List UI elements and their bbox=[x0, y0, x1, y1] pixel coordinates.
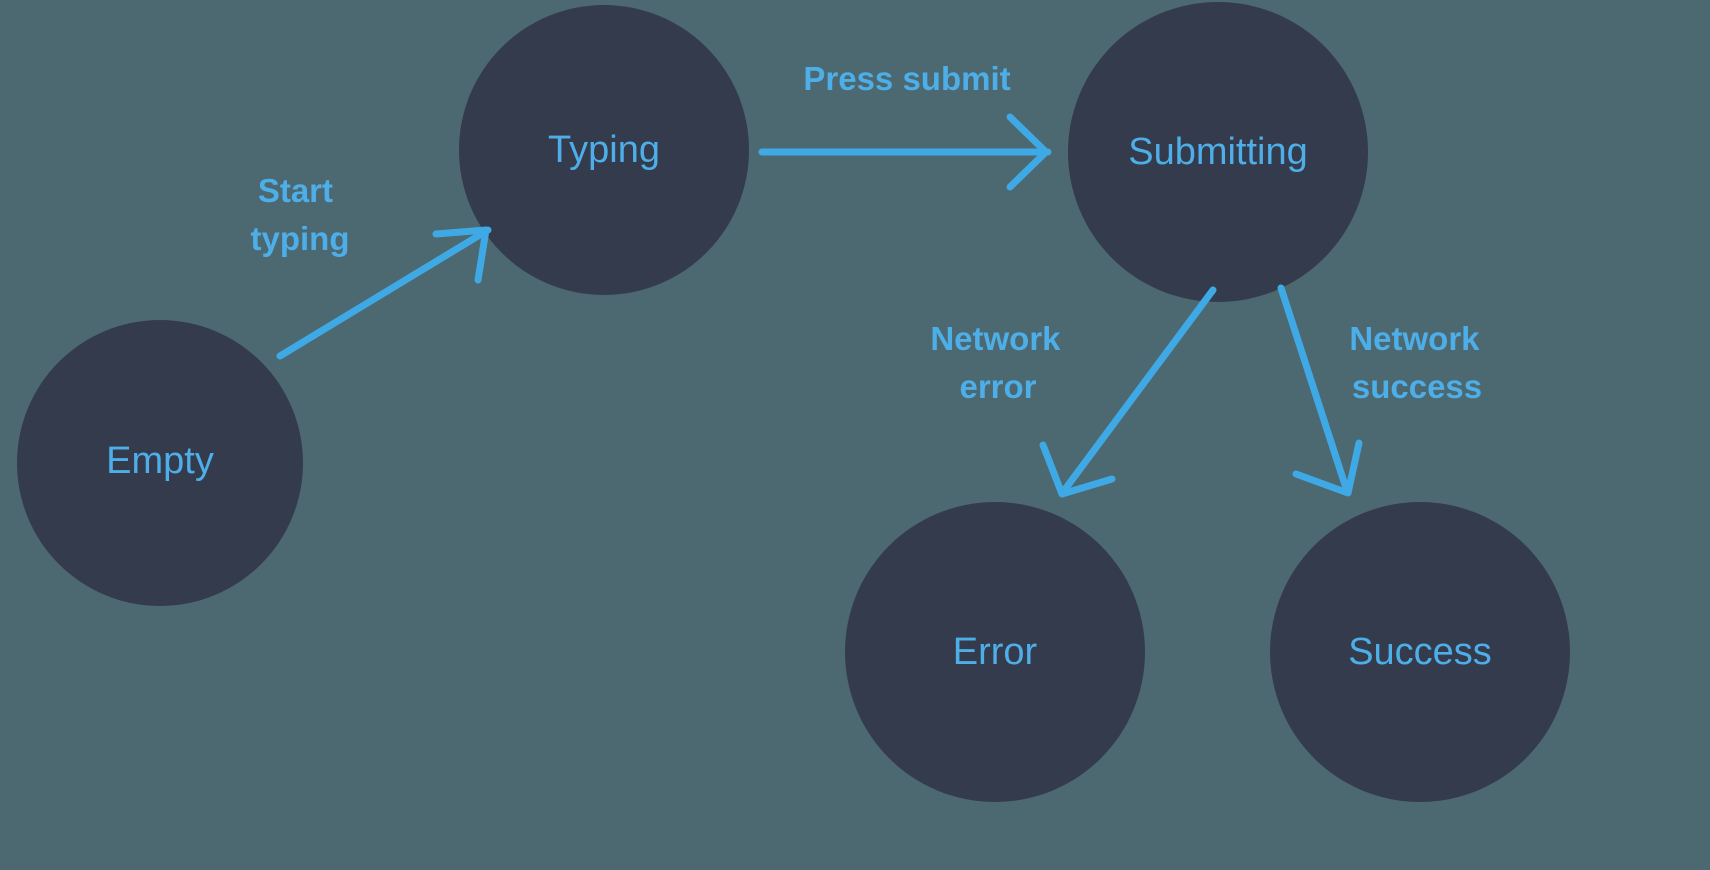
state-circle-empty[interactable] bbox=[17, 320, 303, 606]
transition-label-network-error-line-1: Network bbox=[930, 320, 1061, 357]
transition-label-press-submit-line-1: Press submit bbox=[803, 60, 1010, 97]
state-node-success[interactable]: Success bbox=[1270, 502, 1570, 802]
state-label-submitting: Submitting bbox=[1128, 131, 1308, 173]
transition-label-start-typing: Start typing bbox=[251, 172, 350, 257]
transition-label-network-success-line-2: success bbox=[1352, 368, 1482, 405]
state-circle-typing[interactable] bbox=[459, 5, 749, 295]
transition-label-start-typing-line-2: typing bbox=[251, 220, 350, 257]
transition-label-network-error: Network error bbox=[930, 320, 1069, 405]
transition-label-network-error-line-2: error bbox=[959, 368, 1036, 405]
transition-label-network-success-line-1: Network bbox=[1349, 320, 1480, 357]
state-node-error[interactable]: Error bbox=[845, 502, 1145, 802]
transition-network-error[interactable]: Network error bbox=[930, 286, 1217, 498]
arrowhead-network-success bbox=[1292, 439, 1363, 497]
transition-label-press-submit: Press submit bbox=[803, 60, 1010, 97]
arrowhead-network-error bbox=[1039, 441, 1116, 498]
state-node-empty[interactable]: Empty bbox=[17, 320, 303, 606]
arrowhead-press-submit bbox=[1006, 113, 1050, 191]
transition-line-network-error bbox=[1059, 286, 1217, 496]
transition-line-network-success bbox=[1277, 284, 1351, 495]
state-label-error: Error bbox=[953, 631, 1038, 673]
arrowhead-start-typing bbox=[432, 226, 490, 284]
transition-start-typing[interactable]: Start typing bbox=[251, 172, 492, 360]
state-node-submitting[interactable]: Submitting bbox=[1068, 2, 1368, 302]
state-label-empty: Empty bbox=[106, 440, 214, 482]
transition-press-submit[interactable]: Press submit bbox=[758, 60, 1052, 191]
transition-network-success[interactable]: Network success bbox=[1277, 284, 1489, 497]
state-circle-error[interactable] bbox=[845, 502, 1145, 802]
transition-label-network-success: Network success bbox=[1349, 320, 1488, 405]
state-label-typing: Typing bbox=[548, 129, 660, 171]
transition-label-start-typing-line-1: Start bbox=[258, 172, 333, 209]
transition-line-start-typing bbox=[276, 226, 492, 360]
state-circle-success[interactable] bbox=[1270, 502, 1570, 802]
state-label-success: Success bbox=[1348, 631, 1492, 673]
state-node-typing[interactable]: Typing bbox=[459, 5, 749, 295]
state-circle-submitting[interactable] bbox=[1068, 2, 1368, 302]
